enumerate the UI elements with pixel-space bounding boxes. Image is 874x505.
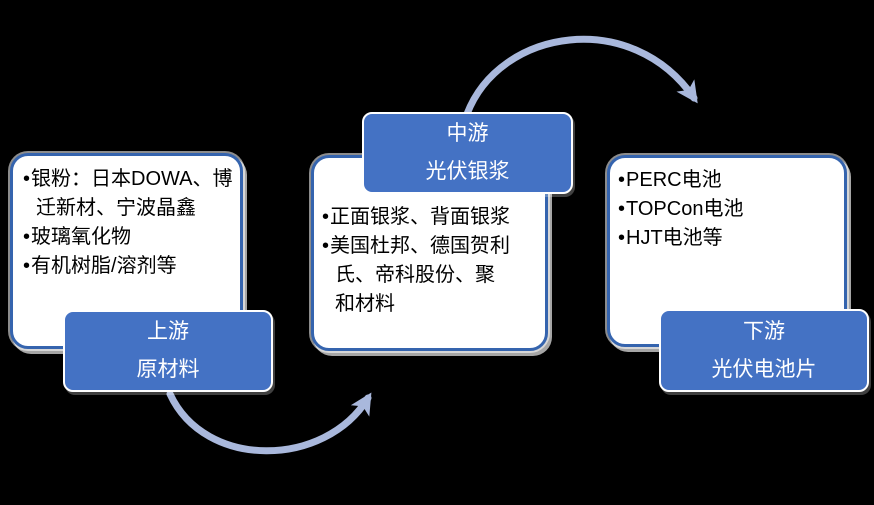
downstream-item-list: PERC电池TOPCon电池HJT电池等 [618, 166, 834, 253]
downstream-label-line2: 光伏电池片 [711, 357, 817, 381]
midstream-label-line2: 光伏银浆 [425, 160, 510, 183]
bullet-item: 银粉：日本DOWA、博迁新材、宁波晶鑫 [23, 165, 233, 223]
bullet-item: TOPCon电池 [618, 195, 834, 224]
bullet-item: 美国杜邦、德国贺利氏、帝科股份、聚和材料 [322, 232, 512, 319]
upstream-label: 上游 原材料 [63, 310, 273, 392]
bullet-item: 正面银浆、背面银浆 [322, 203, 512, 232]
bullet-item: HJT电池等 [618, 224, 834, 253]
bullet-item: PERC电池 [618, 166, 834, 195]
midstream-label-line1: 中游 [446, 122, 489, 145]
midstream-label: 中游 光伏银浆 [362, 112, 573, 194]
upstream-item-list: 银粉：日本DOWA、博迁新材、宁波晶鑫玻璃氧化物有机树脂/溶剂等 [23, 165, 233, 281]
midstream-item-list: 正面银浆、背面银浆美国杜邦、德国贺利氏、帝科股份、聚和材料 [322, 203, 512, 319]
upstream-label-line1: 上游 [147, 320, 189, 343]
upstream-content-box: 银粉：日本DOWA、博迁新材、宁波晶鑫玻璃氧化物有机树脂/溶剂等 [10, 153, 243, 349]
downstream-label-line1: 下游 [743, 319, 785, 343]
curved-arrow-midstream-to-downstream-icon [463, 35, 698, 118]
upstream-label-line2: 原材料 [136, 358, 200, 381]
curved-arrow-upstream-to-midstream-icon [166, 390, 372, 455]
downstream-label: 下游 光伏电池片 [659, 309, 869, 392]
bullet-item: 有机树脂/溶剂等 [23, 252, 233, 281]
bullet-item: 玻璃氧化物 [23, 223, 233, 252]
midstream-content-box: 正面银浆、背面银浆美国杜邦、德国贺利氏、帝科股份、聚和材料 [311, 155, 548, 351]
